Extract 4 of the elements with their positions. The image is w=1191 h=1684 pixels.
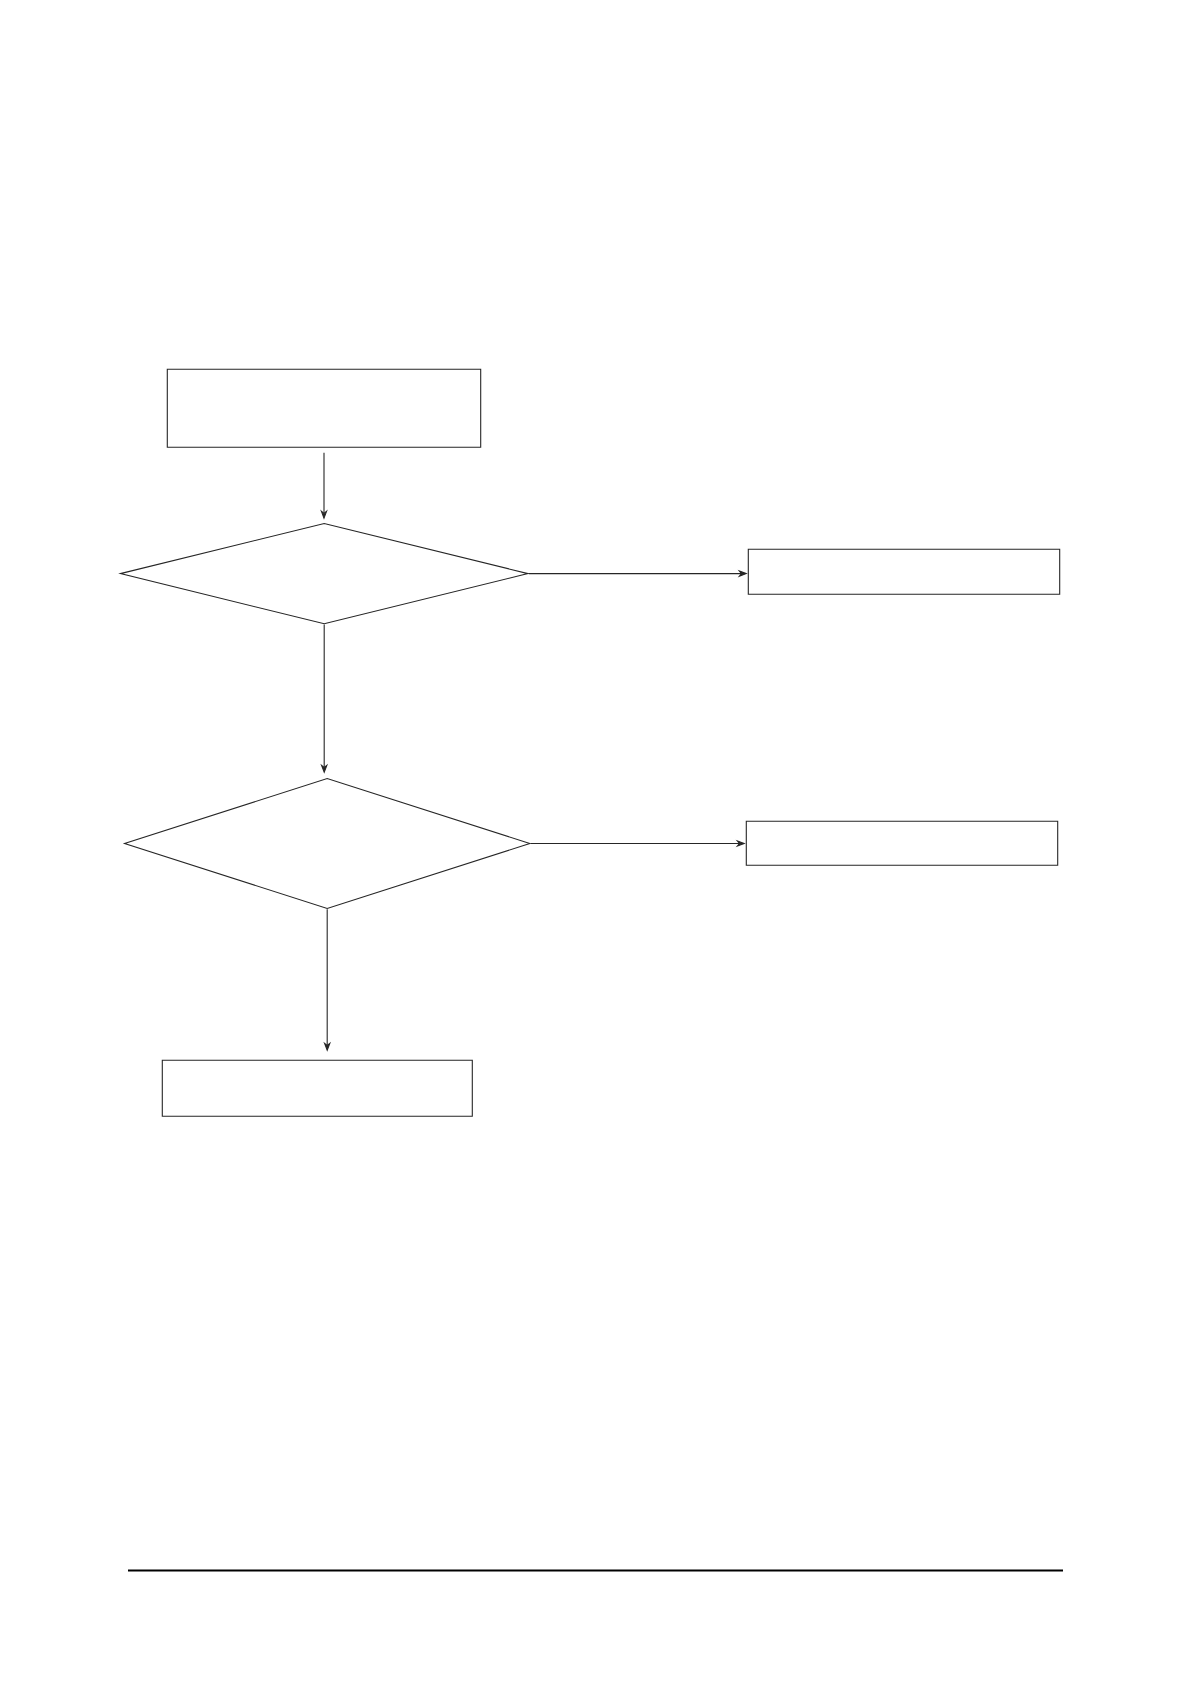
process-box bbox=[161, 1059, 473, 1117]
process-box bbox=[166, 368, 482, 448]
process-box bbox=[745, 820, 1059, 866]
process-box bbox=[747, 548, 1061, 595]
